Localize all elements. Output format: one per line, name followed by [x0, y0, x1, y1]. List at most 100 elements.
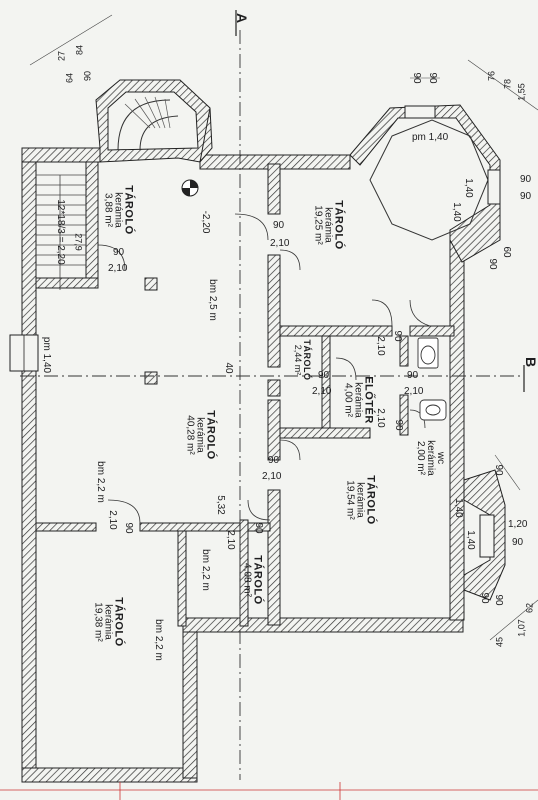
wc-fixtures	[417, 337, 447, 421]
dim-84: 84	[74, 44, 85, 56]
room-area: 3,88 m²	[102, 193, 114, 227]
room-label-store-bottom: TÁROLÓ kerámia 19,38 m²	[92, 597, 125, 647]
dim-90: 90	[407, 370, 419, 381]
room-name: TÁROLÓ	[332, 200, 345, 250]
dim-107: 1,07	[516, 619, 527, 637]
room-material: kerámia	[352, 382, 364, 418]
room-name: TÁROLÓ	[204, 410, 217, 460]
dim-90: 90	[123, 522, 134, 534]
dim-40: 40	[223, 362, 234, 374]
dim-210: 2,10	[404, 386, 424, 397]
room-name: TÁROLÓ	[302, 339, 312, 381]
room-label-hall: ELŐTÉR kerámia 4,00 m²	[342, 376, 375, 424]
dim-27: 27	[56, 50, 67, 62]
dim-140: 1,40	[451, 202, 462, 222]
stair-formula: 12*18/3 = 2,20	[55, 199, 66, 265]
dim-90: 90	[392, 330, 403, 342]
room-area: 40,28 m²	[184, 415, 196, 455]
clear-height-label: bm 2,2 m	[95, 461, 106, 503]
room-area: 4,00 m²	[342, 383, 354, 417]
dim-60: 60	[501, 246, 512, 258]
room-material: kerámia	[112, 192, 124, 228]
dim-210: 2,10	[225, 530, 236, 550]
stair-flight	[36, 174, 86, 290]
dim-90: 90	[520, 174, 532, 185]
room-name: TÁROLÓ	[364, 475, 377, 525]
dim-155: 1,55	[516, 83, 527, 101]
dim-90: 90	[493, 594, 504, 606]
dim-90: 90	[520, 191, 532, 202]
dimension-lines	[29, 14, 538, 641]
dim-210: 2,10	[375, 408, 386, 428]
dim-532: 5,32	[215, 495, 226, 515]
window-label: pm 1,40	[41, 336, 52, 374]
dim-64: 64	[64, 72, 75, 84]
dim-140: 1,40	[463, 178, 474, 198]
dim-90: 90	[493, 464, 504, 476]
dim-120: 1,20	[508, 519, 528, 530]
stair-tower	[95, 79, 213, 163]
room-material: kerámia	[322, 207, 334, 243]
room-label-store-narrow: TÁROLÓ 4,08 m²	[241, 555, 264, 605]
title-block-fragment	[0, 782, 538, 800]
room-material: kerámia	[102, 604, 114, 640]
dim-90: 90	[253, 522, 264, 534]
room-label-store-right: TÁROLÓ kerámia 19,54 m²	[344, 475, 377, 525]
room-label-store-main: TÁROLÓ kerámia 40,28 m²	[184, 410, 217, 460]
room-name: TÁROLÓ	[251, 555, 264, 605]
dim-90: 90	[268, 455, 280, 466]
clear-height-label: bm 2,2 m	[153, 619, 164, 661]
dim-210: 2,10	[107, 510, 118, 530]
room-label-store-stairs: TÁROLÓ kerámia 3,88 m²	[102, 185, 135, 235]
dim-90: 90	[411, 72, 422, 84]
level-label: -2,20	[200, 210, 211, 234]
dim-62: 62	[524, 602, 535, 614]
dim-210: 2,10	[108, 263, 128, 274]
dim-210: 2,10	[312, 386, 332, 397]
dim-210: 2,10	[375, 336, 386, 356]
room-material: kerámia	[194, 417, 206, 453]
room-name: ELŐTÉR	[362, 376, 375, 424]
compass-icon	[181, 179, 199, 197]
clear-height-label: bm 2,2 m	[200, 549, 211, 591]
dim-210: 2,10	[270, 238, 290, 249]
room-area: 4,08 m²	[241, 563, 253, 597]
dim-90: 90	[318, 370, 330, 381]
dim-140: 1,40	[465, 530, 476, 550]
dim-45: 45	[494, 636, 505, 648]
room-material: kerámia	[425, 440, 436, 476]
axis-lines	[20, 30, 520, 780]
column	[144, 277, 158, 291]
room-area: 19,38 m²	[92, 602, 104, 642]
room-name: TÁROLÓ	[112, 597, 125, 647]
room-area: 2,44 m²	[293, 344, 303, 376]
room-label-wc: wc kerámia 2,00 m²	[415, 440, 446, 476]
dim-90: 90	[82, 70, 93, 82]
dim-90: 90	[487, 258, 498, 270]
dim-78: 78	[502, 78, 513, 90]
dim-90: 90	[393, 419, 404, 431]
room-area: 2,00 m²	[415, 441, 426, 475]
dim-90: 90	[427, 72, 438, 84]
octagon-bay	[349, 104, 501, 263]
room-area: 19,25 m²	[312, 205, 324, 245]
room-name: TÁROLÓ	[122, 185, 135, 235]
dim-90: 90	[113, 247, 125, 258]
column	[144, 371, 158, 385]
axis-label-b: B	[523, 356, 538, 368]
room-material: kerámia	[354, 482, 366, 518]
dim-90: 90	[479, 592, 490, 604]
dim-76: 76	[486, 70, 497, 82]
column	[267, 379, 281, 397]
room-label-store-small: TÁROLÓ 2,44 m²	[293, 339, 312, 381]
clear-height-label: bm 2,5 m	[207, 279, 218, 321]
dim-140: 1,40	[453, 498, 464, 518]
axis-label-a: A	[234, 12, 250, 24]
axis-markers	[235, 10, 525, 392]
dim-210: 2,10	[262, 471, 282, 482]
room-area: 19,54 m²	[344, 480, 356, 520]
right-bay	[463, 469, 506, 601]
stair-dimension: 27,9	[73, 233, 84, 251]
dim-90: 90	[512, 537, 524, 548]
